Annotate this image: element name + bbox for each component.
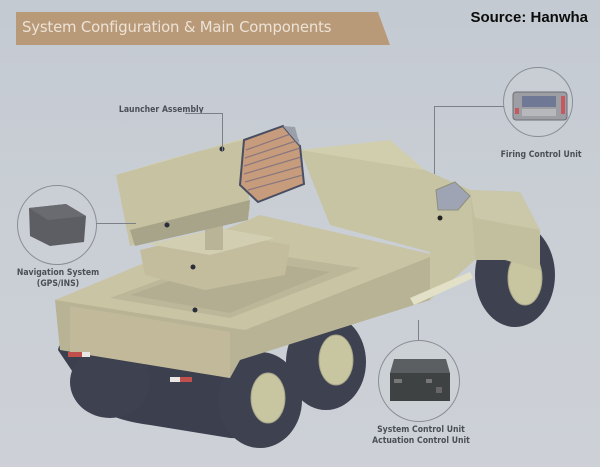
launcher-leader-line <box>185 113 223 151</box>
source-credit: Source: Hanwha <box>470 9 588 26</box>
step <box>410 272 473 305</box>
system-control-unit-icon <box>390 359 450 401</box>
hub-icon <box>318 334 354 386</box>
window-icon <box>435 181 471 211</box>
firing-control-unit-label: Firing Control Unit <box>500 150 582 160</box>
firing-control-unit-icon <box>512 91 568 121</box>
system-control-unit-label-line1: System Control Unit <box>377 425 465 435</box>
title-banner <box>16 12 390 45</box>
control-leader-line <box>418 320 419 340</box>
navigation-leader-line <box>96 223 136 224</box>
page-title: System Configuration & Main Components <box>22 18 332 36</box>
navigation-system-label: Navigation System (GPS/INS) <box>15 268 101 290</box>
navigation-system-icon <box>29 204 86 246</box>
actuation-control-unit-label: Actuation Control Unit <box>372 436 470 446</box>
system-control-unit-label: System Control Unit Actuation Control Un… <box>370 425 471 447</box>
navigation-system-label-line2: (GPS/INS) <box>36 279 80 289</box>
hub-icon <box>250 372 286 424</box>
firing-leader-line <box>434 106 504 174</box>
launcher-assembly-label: Launcher Assembly <box>118 105 204 115</box>
tire-icon <box>70 346 150 418</box>
navigation-system-label-line1: Navigation System <box>16 268 100 278</box>
cab-body <box>300 150 475 300</box>
